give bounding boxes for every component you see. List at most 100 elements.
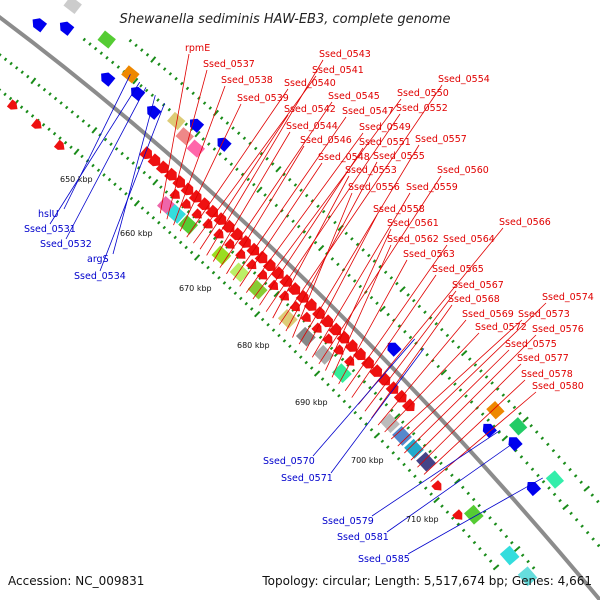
gene-label[interactable]: Ssed_0550 (397, 88, 449, 99)
gene-label[interactable]: Ssed_0565 (432, 264, 484, 275)
gene-block (63, 0, 82, 15)
scale-tick (495, 387, 500, 391)
gene-label[interactable]: Ssed_0585 (358, 554, 410, 565)
gene-label[interactable]: Ssed_0539 (237, 93, 289, 104)
gene-label[interactable]: Ssed_0555 (373, 151, 425, 162)
scale-tick (249, 307, 254, 311)
gene-label[interactable]: Ssed_0569 (462, 309, 514, 320)
gene-label[interactable]: Ssed_0531 (24, 224, 76, 235)
scale-tick (380, 439, 385, 444)
scale-tick (277, 333, 281, 338)
scale-tick (285, 302, 290, 307)
gene-label[interactable]: Ssed_0543 (319, 49, 371, 60)
gene-label[interactable]: Ssed_0540 (284, 78, 336, 89)
scale-tick (331, 388, 336, 392)
gene-label[interactable]: Ssed_0574 (542, 292, 594, 303)
gene-label[interactable]: Ssed_0551 (359, 137, 411, 148)
gene-label[interactable]: Ssed_0546 (300, 135, 352, 146)
leader-line (226, 145, 305, 275)
gene-label[interactable]: rpmE (185, 43, 210, 54)
gene-label[interactable]: Ssed_0538 (221, 75, 273, 86)
gene-label[interactable]: Ssed_0572 (475, 322, 527, 333)
gene-label[interactable]: argS (87, 254, 109, 265)
forward-gene-arrow (322, 333, 333, 344)
gene-label[interactable]: Ssed_0564 (443, 234, 495, 245)
scale-tick (81, 119, 86, 123)
gene-label[interactable]: Ssed_0579 (322, 516, 374, 527)
scale-tick (445, 510, 450, 514)
scale-tick (504, 534, 509, 539)
scale-tick (157, 220, 161, 225)
gene-label[interactable]: Ssed_0571 (281, 473, 333, 484)
scale-tick (91, 126, 98, 134)
scale-tick (400, 420, 405, 424)
gene-label[interactable]: Ssed_0560 (437, 165, 489, 176)
gene-label[interactable]: Ssed_0576 (532, 324, 584, 335)
scale-tick (235, 167, 239, 172)
gene-label[interactable]: Ssed_0541 (312, 65, 364, 76)
scale-tick (239, 296, 243, 301)
leader-line (232, 116, 347, 281)
scale-tick (394, 413, 401, 420)
gene-label[interactable]: Ssed_0534 (74, 271, 126, 282)
gene-label[interactable]: Ssed_0548 (318, 152, 370, 163)
gene-label[interactable]: Ssed_0561 (387, 218, 439, 229)
leader-line (272, 175, 350, 319)
scale-tick (384, 402, 389, 407)
scale-tick (136, 166, 141, 170)
scale-tick (270, 162, 275, 166)
gene-label[interactable]: Ssed_0549 (359, 122, 411, 133)
scale-tick (386, 312, 390, 317)
gene-label[interactable]: Ssed_0537 (203, 59, 255, 70)
gene-label[interactable]: Ssed_0567 (452, 280, 504, 291)
scale-tick (389, 276, 394, 280)
gene-label[interactable]: Ssed_0558 (373, 204, 425, 215)
scale-tick (30, 114, 35, 118)
gene-label[interactable]: Ssed_0542 (284, 104, 336, 115)
forward-gene-arrow (221, 219, 235, 233)
scale-tick (229, 162, 234, 166)
accession-text: Accession: NC_009831 (8, 574, 144, 588)
gene-label[interactable]: Ssed_0562 (387, 234, 439, 245)
gene-label[interactable]: Ssed_0581 (337, 532, 389, 543)
scale-tick (378, 264, 382, 269)
leader-line (404, 349, 510, 454)
leader-line (265, 113, 401, 312)
scale-tick (520, 553, 525, 557)
gene-label[interactable]: Ssed_0553 (345, 165, 397, 176)
gene-label[interactable]: Ssed_0552 (396, 103, 448, 114)
scale-tick (486, 418, 490, 422)
gene-label[interactable]: Ssed_0570 (263, 456, 315, 467)
gene-label[interactable]: Ssed_0568 (448, 294, 500, 305)
gene-label[interactable]: Ssed_0577 (517, 353, 569, 364)
scale-tick (107, 177, 112, 182)
scale-tick (309, 366, 314, 370)
gene-label[interactable]: Ssed_0545 (328, 91, 380, 102)
gene-label[interactable]: Ssed_0580 (532, 381, 584, 392)
scale-tick (591, 537, 595, 541)
gene-label[interactable]: Ssed_0575 (505, 339, 557, 350)
gene-label[interactable]: Ssed_0566 (499, 217, 551, 228)
scale-tick (291, 219, 295, 224)
scale-tick (436, 364, 441, 369)
scale-tick (162, 225, 167, 230)
gene-label[interactable]: Ssed_0559 (406, 182, 458, 193)
gene-label[interactable]: Ssed_0556 (348, 182, 400, 193)
gene-label[interactable]: Ssed_0532 (40, 239, 92, 250)
reverse-gene-arrow (189, 118, 205, 133)
leader-line (364, 290, 457, 412)
gene-label[interactable]: Ssed_0544 (286, 121, 338, 132)
gene-label[interactable]: Ssed_0554 (438, 74, 490, 85)
gene-label[interactable]: Ssed_0578 (521, 369, 573, 380)
scale-tick (124, 191, 128, 196)
gene-label[interactable]: Ssed_0563 (403, 249, 455, 260)
forward-gene-arrow (300, 311, 311, 322)
scale-tick (102, 173, 106, 177)
gene-label[interactable]: Ssed_0557 (415, 134, 467, 145)
scale-tick (208, 106, 213, 110)
gene-label[interactable]: Ssed_0547 (342, 106, 394, 117)
scale-tick (440, 369, 448, 376)
gene-label[interactable]: Ssed_0573 (518, 309, 570, 320)
gene-label[interactable]: hslU (38, 209, 59, 220)
scale-tick (304, 193, 309, 198)
